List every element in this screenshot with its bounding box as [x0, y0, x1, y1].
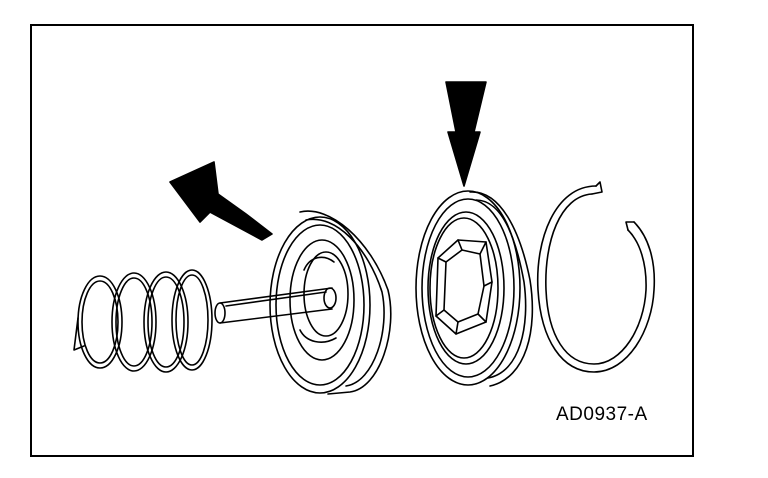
arrow-to-stem-piston: [169, 161, 273, 241]
snap-ring: [536, 181, 656, 373]
piston-with-stem: [269, 210, 392, 395]
illustration-frame: [30, 24, 694, 457]
arrow-to-hex-piston: [445, 81, 487, 187]
coil-spring: [73, 269, 213, 373]
piston-with-hex-socket: [415, 190, 534, 387]
figure-reference-code: AD0937-A: [556, 404, 648, 425]
